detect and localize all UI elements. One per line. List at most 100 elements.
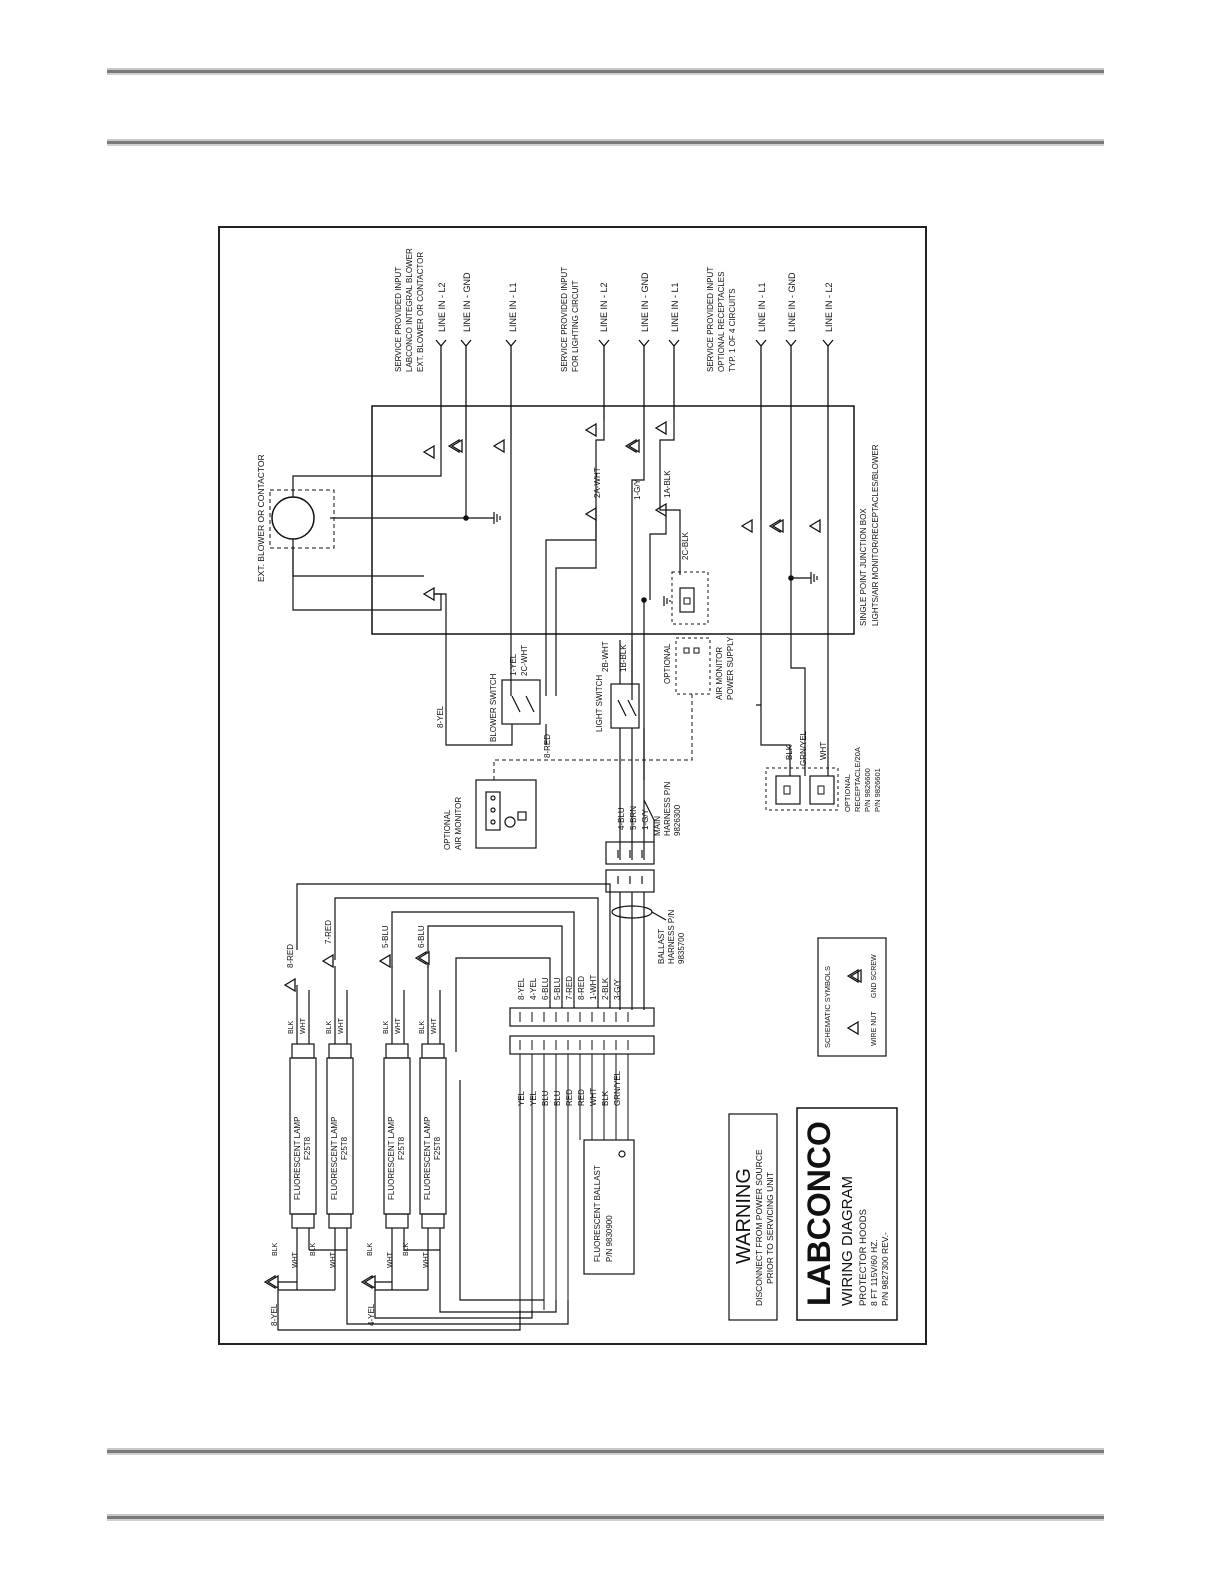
- blower-switch-wire: 2C-WHT: [520, 645, 529, 676]
- air-monitor-supply-label: POWER SUPPLY: [726, 636, 735, 700]
- lamp-bottom-wire-label: 8-YEL: [270, 1303, 279, 1326]
- lamp-label: FLUORESCENT LAMP: [293, 1117, 302, 1200]
- receptacle-label: RECEPTACLE/20A: [853, 747, 862, 812]
- warning-line: PRIOR TO SERVICING UNIT: [765, 1172, 775, 1284]
- ballast-harness-label: 9835700: [677, 932, 686, 964]
- harness-wire-label: 6-BLU: [541, 977, 550, 1000]
- service-caption-receptacle-2: OPTIONAL RECEPTACLES: [717, 272, 726, 372]
- title-block-line: P/N 9827300 REV.-: [880, 1232, 890, 1306]
- lamp-pin-label: WHT: [330, 1251, 337, 1268]
- blower-label: EXT. BLOWER OR CONTACTOR: [256, 454, 266, 582]
- junction-box-label: SINGLE POINT JUNCTION BOX: [859, 508, 868, 626]
- air-monitor-supply-label: AIR MONITOR: [715, 647, 724, 700]
- schematic-symbols-legend: [817, 937, 887, 1057]
- fluorescent-lamp: [419, 964, 447, 1290]
- warning-title: WARNING: [733, 1168, 755, 1264]
- lamp-pin-label: WHT: [292, 1251, 299, 1268]
- ballast-color-label: WHT: [589, 1088, 598, 1106]
- ballast-color-label: YEL: [529, 1090, 538, 1106]
- footer-rule-bottom: [107, 1514, 1104, 1521]
- main-harness-label: MAIN: [653, 816, 662, 836]
- lamp-pin-label: BLK: [288, 1020, 295, 1034]
- air-monitor-power-supply: [493, 637, 711, 780]
- title-block-title: WIRING DIAGRAM: [839, 1176, 856, 1306]
- receptacle-wire-label: BLK: [785, 744, 794, 760]
- lamp-pin-label: WHT: [338, 1017, 345, 1034]
- harness-wire-label: 8-RED: [577, 976, 586, 1000]
- blower-switch: [445, 679, 547, 746]
- service-input-blower-group: SERVICE PROVIDED INPUT LABCONCO INTEGRAL…: [394, 248, 518, 372]
- harness-wire-label: 1-WHT: [589, 975, 598, 1000]
- ballast-label: P/N 9830900: [605, 1215, 614, 1262]
- ballast-color-label: BLU: [553, 1090, 562, 1106]
- ground-screw-icon: [846, 968, 862, 984]
- junction-wire-label: 1-G/Y: [633, 478, 642, 500]
- junction-receptacle: [671, 571, 709, 625]
- harness-wire-label: 2-BLK: [601, 977, 610, 1000]
- lamp-pin-label: BLK: [272, 1242, 279, 1256]
- line-in-label: LINE IN - GND: [640, 272, 650, 332]
- ballast-harness-pins: [519, 1012, 629, 1310]
- line-in-label: LINE IN - L2: [824, 282, 834, 332]
- title-block-line: PROTECTOR HOODS: [858, 1209, 869, 1306]
- header-rule-top: [107, 68, 1104, 75]
- harness-wire-label: 8-YEL: [517, 977, 526, 1000]
- lamp-label: FLUORESCENT LAMP: [423, 1117, 432, 1200]
- ballast-harness-connectors: [509, 1007, 655, 1055]
- wiring-diagram-frame: [218, 226, 927, 1345]
- service-input-receptacle-group: SERVICE PROVIDED INPUT OPTIONAL RECEPTAC…: [706, 267, 834, 372]
- line-in-label: LINE IN - L2: [437, 282, 447, 332]
- fluorescent-lamp: [383, 966, 411, 1290]
- lamp-bottom-wiring: [277, 1249, 569, 1331]
- main-harness-label: HARNESS P/N: [663, 782, 672, 836]
- air-monitor-supply-label: OPTIONAL: [663, 643, 672, 684]
- lamp-feed-wires: [296, 883, 611, 1301]
- light-switch-wire: 1B-BLK: [619, 644, 628, 672]
- main-harness-label: 9826300: [673, 804, 682, 836]
- lamp-part: F25T8: [433, 1136, 442, 1160]
- footer-rule-top: [107, 1448, 1104, 1455]
- receptacle-wire-label: WHT: [819, 742, 828, 760]
- blower-switch-wire: 8-RED: [543, 734, 552, 758]
- blower-switch-wire: 8-YEL: [436, 705, 445, 728]
- service-caption-lighting-2: FOR LIGHTING CIRCUIT: [571, 280, 580, 372]
- ballast-color-label: RED: [565, 1089, 574, 1106]
- lamp-part: F25T8: [340, 1136, 349, 1160]
- service-caption-blower-1: SERVICE PROVIDED INPUT: [394, 267, 403, 372]
- wire-nut-icon: [846, 1020, 859, 1036]
- lamp-pin-label: WHT: [395, 1017, 402, 1034]
- line-in-label: LINE IN - L2: [599, 282, 609, 332]
- lamp-pin-label: BLK: [326, 1020, 333, 1034]
- junction-wire-label: 1A-BLK: [663, 470, 672, 498]
- junction-box: [371, 405, 855, 635]
- service-caption-receptacle-1: SERVICE PROVIDED INPUT: [706, 267, 715, 372]
- blower-switch-wire: 1-YEL: [509, 653, 518, 676]
- schematic-symbol-label: WIRE NUT: [871, 1011, 878, 1046]
- header-rule-bottom: [107, 139, 1104, 146]
- receptacle-label: OPTIONAL: [843, 774, 852, 812]
- schematic-symbols-title: SCHEMATIC SYMBOLS: [823, 966, 832, 1048]
- ballast-color-label: BLU: [541, 1090, 550, 1106]
- receptacle-label: P/N 9826600: [863, 768, 872, 812]
- light-switch-label: LIGHT SWITCH: [595, 675, 604, 732]
- main-harness-wire: 4-BLU: [617, 807, 626, 830]
- junction-wire-label: 2C-BLK: [681, 531, 690, 560]
- main-harness-wire: 1-G/Y: [641, 808, 650, 830]
- main-harness-connector: [605, 799, 667, 1010]
- ground-screw-icon: [493, 512, 818, 606]
- warning-box: [728, 1113, 778, 1321]
- fluorescent-lamp: [289, 985, 317, 1290]
- line-in-label: LINE IN - GND: [462, 272, 472, 332]
- lamp-top-wire-label: 7-RED: [324, 920, 333, 944]
- lamp-pin-label: BLK: [419, 1020, 426, 1034]
- air-monitor-label: OPTIONAL: [443, 809, 452, 850]
- lamp-bottom-wire-label: 4-YEL: [367, 1303, 376, 1326]
- receptacle-label: P/N 9826601: [873, 768, 882, 812]
- schematic-symbol-label: GND SCREW: [871, 954, 878, 998]
- lamp-pin-label: WHT: [387, 1251, 394, 1268]
- lamp-top-wire-label: 8-RED: [286, 944, 295, 968]
- title-block: [796, 1107, 898, 1321]
- light-switch-wire: 2B-WHT: [601, 641, 610, 672]
- ballast-color-label: GRN/YEL: [613, 1070, 622, 1106]
- harness-wire-label: 4-YEL: [529, 977, 538, 1000]
